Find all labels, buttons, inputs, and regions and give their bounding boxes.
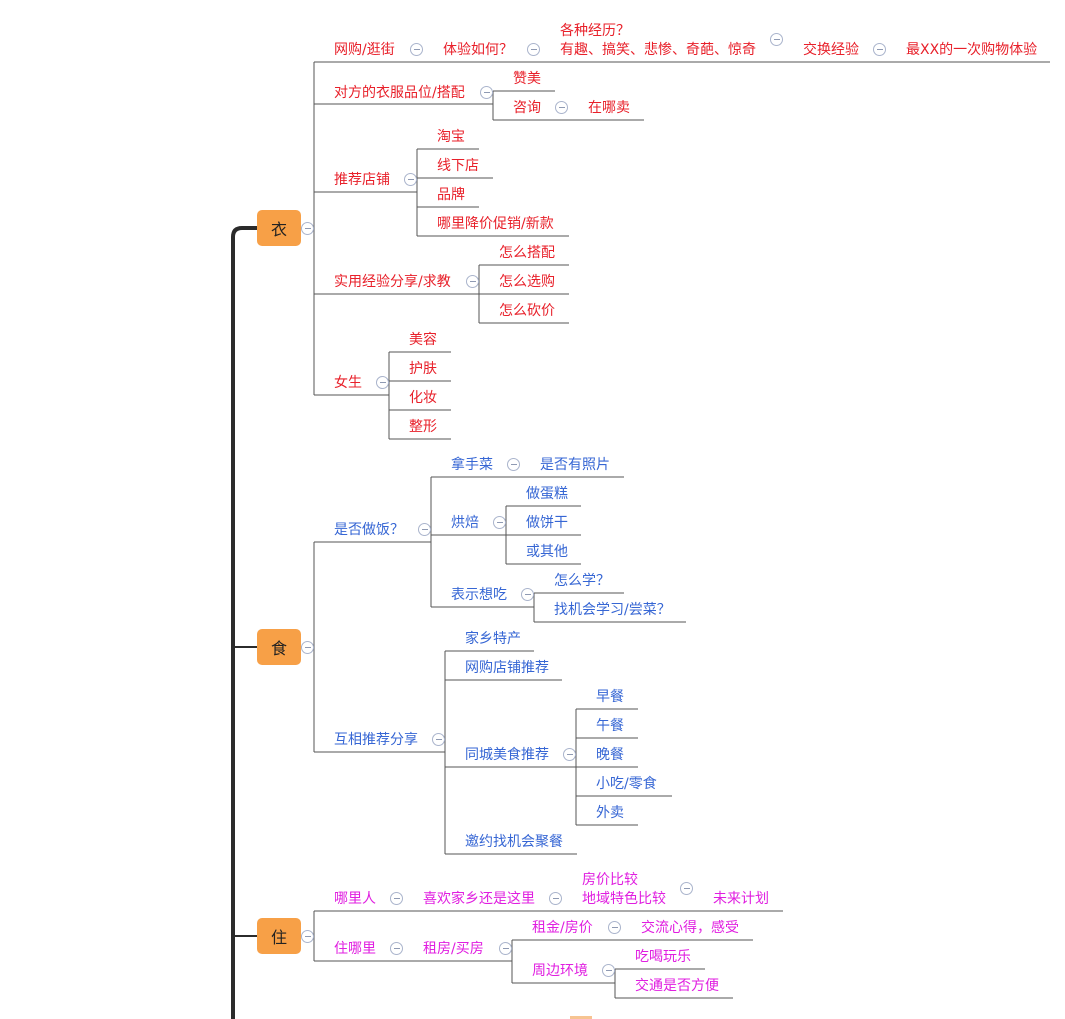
collapse-icon[interactable] bbox=[507, 458, 520, 471]
node-offline-store[interactable]: 线下店 bbox=[437, 158, 479, 174]
node-various-experiences-line2[interactable]: 有趣、搞笑、悲惨、奇葩、惊奇 bbox=[560, 42, 756, 58]
collapse-icon[interactable] bbox=[680, 882, 693, 895]
node-baking[interactable]: 烘焙 bbox=[451, 515, 479, 531]
node-want-eat[interactable]: 表示想吃 bbox=[451, 587, 507, 603]
node-surroundings[interactable]: 周边环境 bbox=[532, 963, 588, 979]
node-exchange-experience[interactable]: 交换经验 bbox=[803, 42, 859, 58]
node-feelings[interactable]: 交流心得，感受 bbox=[641, 920, 739, 936]
collapse-icon[interactable] bbox=[390, 892, 403, 905]
collapse-icon[interactable] bbox=[563, 748, 576, 761]
node-discounts[interactable]: 哪里降价促销/新款 bbox=[437, 216, 554, 232]
collapse-icon[interactable] bbox=[521, 588, 534, 601]
node-best-shopping[interactable]: 最XX的一次购物体验 bbox=[906, 42, 1038, 58]
node-rent-buy[interactable]: 租房/买房 bbox=[423, 941, 484, 957]
collapse-icon[interactable] bbox=[527, 43, 540, 56]
node-breakfast[interactable]: 早餐 bbox=[596, 689, 624, 705]
node-future-plan[interactable]: 未来计划 bbox=[713, 891, 769, 907]
node-fun[interactable]: 吃喝玩乐 bbox=[635, 949, 691, 965]
collapse-icon[interactable] bbox=[549, 892, 562, 905]
node-rent-price[interactable]: 租金/房价 bbox=[532, 920, 593, 936]
node-transport[interactable]: 交通是否方便 bbox=[635, 978, 719, 994]
node-where-buy[interactable]: 在哪卖 bbox=[588, 100, 630, 116]
topic-housing-label: 住 bbox=[270, 928, 287, 947]
node-cosmetic-surgery[interactable]: 整形 bbox=[409, 419, 437, 435]
collapse-icon[interactable] bbox=[301, 930, 314, 943]
collapse-icon[interactable] bbox=[301, 222, 314, 235]
node-prefer-hometown[interactable]: 喜欢家乡还是这里 bbox=[423, 891, 535, 907]
node-dinner[interactable]: 晚餐 bbox=[596, 747, 624, 763]
node-region-compare[interactable]: 地域特色比较 bbox=[582, 891, 666, 907]
node-how-match[interactable]: 怎么搭配 bbox=[499, 245, 555, 261]
collapse-icon[interactable] bbox=[410, 43, 423, 56]
node-snacks[interactable]: 小吃/零食 bbox=[596, 776, 657, 792]
topic-food[interactable]: 食 bbox=[257, 629, 301, 665]
collapse-icon[interactable] bbox=[404, 173, 417, 186]
node-online-shopping[interactable]: 网购/逛街 bbox=[334, 42, 395, 58]
node-makeup[interactable]: 化妆 bbox=[409, 390, 437, 406]
node-cookies[interactable]: 做饼干 bbox=[526, 515, 568, 531]
node-hometown-specialty[interactable]: 家乡特产 bbox=[465, 631, 521, 647]
collapse-icon[interactable] bbox=[418, 523, 431, 536]
topic-food-label: 食 bbox=[270, 639, 287, 658]
node-various-experiences-line1[interactable]: 各种经历？ bbox=[560, 23, 630, 39]
node-signature-dish[interactable]: 拿手菜 bbox=[451, 457, 493, 473]
collapse-icon[interactable] bbox=[499, 942, 512, 955]
collapse-icon[interactable] bbox=[390, 942, 403, 955]
collapse-icon[interactable] bbox=[608, 921, 621, 934]
collapse-icon[interactable] bbox=[770, 33, 783, 46]
node-how-choose[interactable]: 怎么选购 bbox=[499, 274, 555, 290]
collapse-icon[interactable] bbox=[602, 964, 615, 977]
topic-clothing-label: 衣 bbox=[270, 220, 287, 239]
node-ask[interactable]: 咨询 bbox=[513, 100, 541, 116]
node-local-food[interactable]: 同城美食推荐 bbox=[465, 747, 549, 763]
node-recommend-shops[interactable]: 推荐店铺 bbox=[334, 172, 390, 188]
collapse-icon[interactable] bbox=[873, 43, 886, 56]
node-share[interactable]: 互相推荐分享 bbox=[334, 732, 418, 748]
collapse-icon[interactable] bbox=[555, 101, 568, 114]
node-where-live[interactable]: 住哪里 bbox=[334, 941, 376, 957]
topic-housing[interactable]: 住 bbox=[257, 918, 301, 954]
node-chance-learn[interactable]: 找机会学习/尝菜？ bbox=[554, 602, 671, 618]
node-lunch[interactable]: 午餐 bbox=[596, 718, 624, 734]
collapse-icon[interactable] bbox=[301, 641, 314, 654]
node-experience[interactable]: 体验如何？ bbox=[443, 42, 513, 58]
collapse-icon[interactable] bbox=[480, 86, 493, 99]
node-cook[interactable]: 是否做饭？ bbox=[334, 522, 404, 538]
node-practical-sharing[interactable]: 实用经验分享/求教 bbox=[334, 274, 451, 290]
clipped-next-node bbox=[570, 1016, 592, 1019]
node-brand[interactable]: 品牌 bbox=[437, 187, 465, 203]
node-skincare[interactable]: 护肤 bbox=[409, 361, 437, 377]
node-price-compare[interactable]: 房价比较 bbox=[582, 872, 638, 888]
collapse-icon[interactable] bbox=[376, 376, 389, 389]
node-invite-meal[interactable]: 邀约找机会聚餐 bbox=[465, 834, 563, 850]
node-taobao[interactable]: 淘宝 bbox=[437, 129, 465, 145]
collapse-icon[interactable] bbox=[432, 733, 445, 746]
node-beauty[interactable]: 美容 bbox=[409, 332, 437, 348]
node-girls[interactable]: 女生 bbox=[334, 375, 362, 391]
topic-clothing[interactable]: 衣 bbox=[257, 210, 301, 246]
node-other[interactable]: 或其他 bbox=[526, 544, 568, 560]
collapse-icon[interactable] bbox=[493, 516, 506, 529]
node-cake[interactable]: 做蛋糕 bbox=[526, 486, 568, 502]
collapse-icon[interactable] bbox=[466, 275, 479, 288]
node-praise[interactable]: 赞美 bbox=[513, 71, 541, 87]
node-takeout[interactable]: 外卖 bbox=[596, 805, 624, 821]
node-outfit-taste[interactable]: 对方的衣服品位/搭配 bbox=[334, 85, 465, 101]
node-where-from[interactable]: 哪里人 bbox=[334, 891, 376, 907]
node-photos[interactable]: 是否有照片 bbox=[540, 457, 610, 473]
node-how-bargain[interactable]: 怎么砍价 bbox=[499, 303, 555, 319]
node-online-store[interactable]: 网购店铺推荐 bbox=[465, 660, 549, 676]
node-how-learn[interactable]: 怎么学？ bbox=[554, 573, 610, 589]
